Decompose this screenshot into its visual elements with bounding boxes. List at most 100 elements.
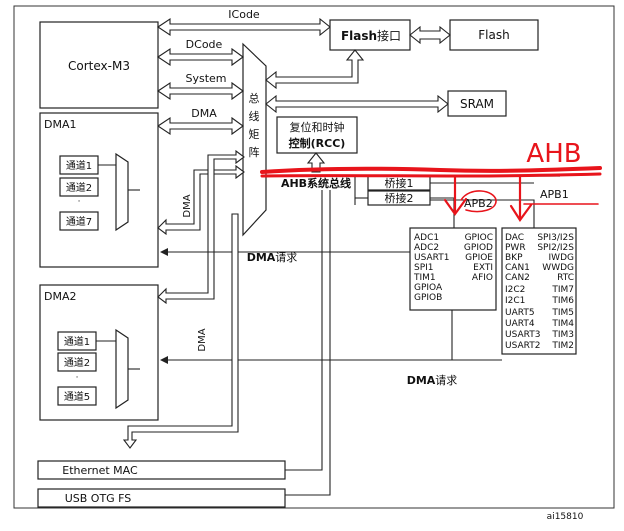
- usb-bus-line: [285, 190, 331, 496]
- apb2-peripherals-box: [409, 227, 497, 311]
- apb1-peripherals-box: [501, 227, 577, 355]
- red-apb1-arrow-head: [509, 203, 533, 222]
- apb1-periph-wwdg: WWDG: [542, 263, 574, 273]
- red-annotations: [260, 166, 602, 222]
- apb1-left-column: DAC PWR BKP CAN1 CAN2 I2C2 I2C1 UART5 UA…: [505, 233, 540, 351]
- dma1-arbiter: [115, 152, 129, 232]
- dma1-channel2-label: 通道2: [66, 181, 92, 194]
- dma1-ellipsis: ·: [78, 197, 81, 207]
- apb1-label: APB1: [540, 188, 569, 201]
- cortex-m3-label: Cortex-M3: [68, 59, 130, 73]
- apb2-periph-usart1: USART1: [414, 253, 449, 263]
- bus-matrix-char-4: 阵: [249, 145, 260, 159]
- bridge2-label: 桥接2: [385, 192, 414, 205]
- apb2-periph-adc2: ADC2: [414, 243, 439, 253]
- dma-request-arrowhead-2: [160, 356, 168, 364]
- icode-bus-arrow: [157, 17, 331, 37]
- flash-interface-label: Flash接口: [341, 28, 401, 43]
- red-apb2-arrow-head: [443, 197, 468, 216]
- matrix-sram-arrow: [265, 94, 449, 114]
- ethernet-mac-box: [37, 460, 286, 480]
- apb2-periph-tim1: TIM1: [413, 273, 436, 283]
- red-apb2-circle: [460, 190, 497, 213]
- apb1-periph-spi2-i2s: SPI2/I2S: [537, 243, 574, 253]
- figure-id: ai15810: [547, 512, 584, 522]
- flash-interface-box: [329, 19, 411, 51]
- sram-label: SRAM: [460, 97, 494, 111]
- apb2-right-column: GPIOC GPIOD GPIOE EXTI AFIO: [464, 233, 493, 283]
- bus-matrix-char-2: 线: [249, 109, 260, 123]
- usb-otg-fs-box: [37, 488, 286, 508]
- apb2-periph-gpiod: GPIOD: [464, 243, 493, 253]
- apb1-periph-iwdg: IWDG: [549, 253, 574, 263]
- icode-label: ICode: [228, 8, 260, 21]
- dma-request-label-1: DMA请求: [247, 251, 298, 264]
- apb1-periph-spi3-i2s: SPI3/I2S: [537, 233, 574, 243]
- dma1-matrix-arrow: [157, 164, 245, 236]
- dma-vertical-label-1: DMA: [182, 194, 193, 217]
- dma2-matrix-arrow: [157, 149, 245, 305]
- flash-label: Flash: [478, 28, 509, 42]
- dma-request-label-2: DMA请求: [407, 374, 458, 387]
- apb2-left-column: ADC1 ADC2 USART1 SPI1 TIM1 GPIOA GPIOB: [413, 233, 449, 303]
- red-ahb-highlight-2: [260, 172, 602, 178]
- bus-matrix-char-1: 总: [249, 91, 260, 105]
- ahb-bus-label: AHB系统总线: [281, 176, 351, 190]
- dma2-title: DMA2: [44, 290, 76, 303]
- dma2-channel5-label: 通道5: [64, 390, 90, 403]
- apb1-periph-rtc: RTC: [557, 273, 574, 283]
- apb1-periph-uart5: UART5: [505, 308, 535, 318]
- bridge1-label: 桥接1: [385, 177, 414, 190]
- dma1-channel7-label: 通道7: [66, 215, 92, 228]
- dma2-channel2-label: 通道2: [64, 356, 90, 369]
- apb1-periph-pwr: PWR: [505, 243, 526, 253]
- rcc-label-line1: 复位和时钟: [290, 120, 345, 134]
- bus-matrix-char-3: 矩: [249, 128, 260, 141]
- apb1-periph-can2: CAN2: [505, 273, 530, 283]
- apb1-periph-tim6: TIM6: [551, 296, 574, 306]
- dcode-label: DCode: [186, 38, 223, 51]
- apb1-periph-i2c2: I2C2: [505, 285, 525, 295]
- dma1-channel1-label: 通道1: [66, 159, 92, 172]
- flash-box: [449, 19, 539, 51]
- dma-vertical-label-2: DMA: [197, 328, 208, 351]
- dma1-channel7-box: [59, 211, 99, 231]
- system-bus-arrow: [157, 81, 244, 101]
- ethernet-mac-label: Ethernet MAC: [62, 464, 138, 477]
- dma2-arbiter: [115, 328, 129, 410]
- apb2-periph-gpioe: GPIOE: [465, 253, 493, 263]
- apb1-periph-tim2: TIM2: [551, 341, 574, 351]
- ethernet-dma-arrow: [122, 213, 239, 449]
- apb2-periph-gpioa: GPIOA: [414, 283, 443, 293]
- apb1-periph-can1: CAN1: [505, 263, 530, 273]
- apb1-periph-i2c1: I2C1: [505, 296, 525, 306]
- red-ahb-highlight-1: [260, 166, 602, 174]
- apb2-periph-adc1: ADC1: [414, 233, 439, 243]
- apb1-periph-tim5: TIM5: [551, 308, 574, 318]
- dma2-channel5-box: [57, 386, 97, 406]
- sram-box: [447, 90, 507, 117]
- rcc-box: [276, 116, 358, 154]
- cortex-m3-box: [39, 21, 159, 109]
- dma2-ellipsis: ·: [76, 373, 79, 383]
- apb1-periph-uart4: UART4: [505, 319, 535, 329]
- apb2-bus-line: [430, 197, 455, 228]
- apb2-periph-spi1: SPI1: [414, 263, 434, 273]
- dma1-box: [39, 112, 159, 268]
- dma1-channel2-box: [59, 177, 99, 197]
- usb-otg-fs-label: USB OTG FS: [65, 492, 132, 505]
- apb2-periph-exti: EXTI: [473, 263, 493, 273]
- rcc-label-line2: 控制(RCC): [289, 136, 346, 150]
- apb1-periph-tim3: TIM3: [551, 330, 574, 340]
- apb1-periph-bkp: BKP: [505, 253, 523, 263]
- flash-link-arrow: [409, 25, 451, 45]
- system-bus-label: System: [185, 72, 226, 85]
- apb1-periph-usart2: USART2: [505, 341, 540, 351]
- matrix-flash-arrow: [265, 49, 365, 90]
- handwritten-ahb-label: AHB: [526, 139, 581, 169]
- apb1-periph-tim7: TIM7: [551, 285, 574, 295]
- dma2-channel2-box: [57, 352, 97, 372]
- apb1-periph-tim4: TIM4: [551, 319, 574, 329]
- dcode-bus-arrow: [157, 47, 244, 67]
